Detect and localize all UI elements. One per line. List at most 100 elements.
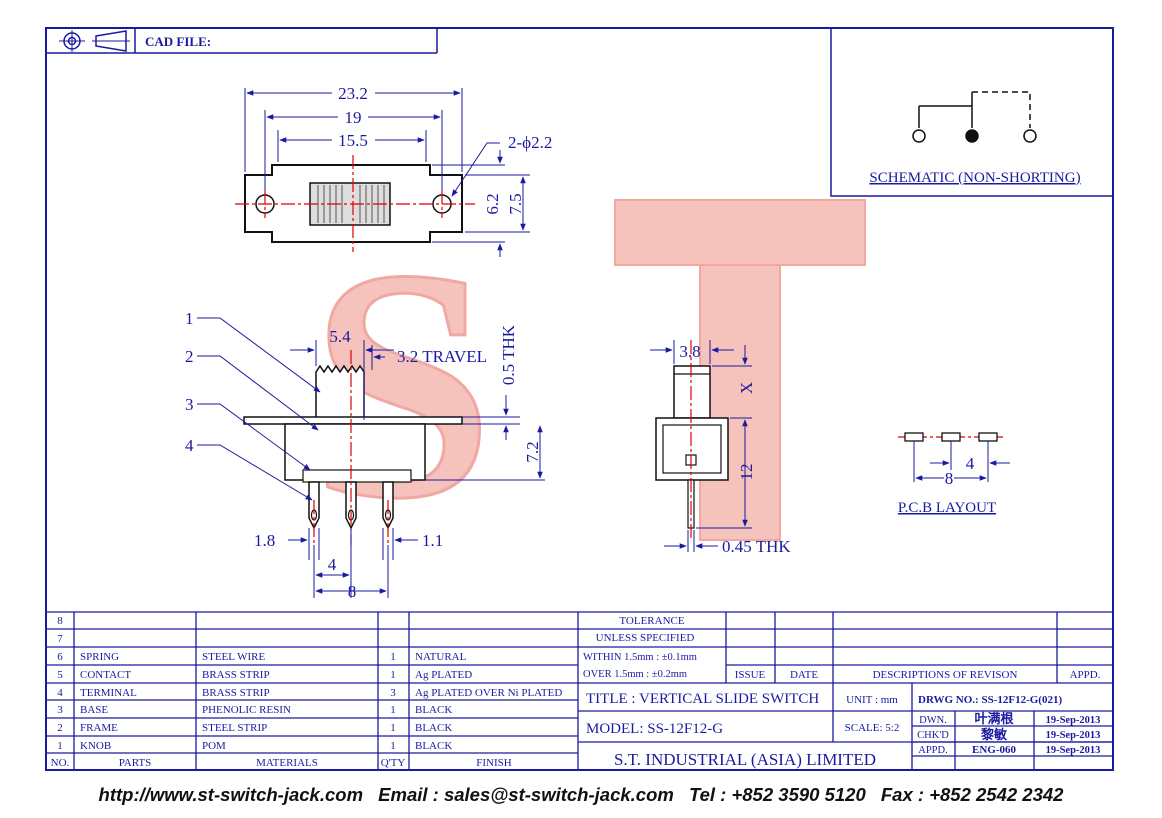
dim-pin-thickness: 1.1 bbox=[422, 531, 443, 550]
contact-footer: http://www.st-switch-jack.com Email : sa… bbox=[0, 778, 1162, 812]
top-view: 23.2 19 15.5 2-ϕ2.2 6.2 7.5 bbox=[235, 84, 552, 257]
row-no: 2 bbox=[57, 722, 63, 734]
row-no: 4 bbox=[57, 687, 63, 699]
pcb-slot-icon bbox=[904, 432, 924, 442]
header-materials: MATERIALS bbox=[256, 757, 318, 769]
projection-symbol-icon bbox=[59, 30, 130, 52]
side-view: 1 2 3 4 5.4 3.2 TRAVEL 0.5 bbox=[185, 309, 545, 601]
pcb-layout: 4 8 P.C.B LAYOUT bbox=[898, 432, 1010, 516]
dim-body-height: 6.2 bbox=[483, 193, 502, 214]
sheet-border bbox=[45, 27, 1114, 771]
dwn-label: DWN. bbox=[919, 715, 947, 726]
dim-total-height: 12 bbox=[737, 464, 756, 481]
row-finish: BLACK bbox=[415, 722, 452, 734]
dim-body-height: 7.2 bbox=[523, 441, 542, 462]
schematic-panel: SCHEMATIC (NON-SHORTING) bbox=[830, 28, 1113, 197]
dim-frame-thickness: 0.5 THK bbox=[499, 324, 518, 385]
row-finish: BLACK bbox=[415, 740, 452, 752]
dwn-date: 19-Sep-2013 bbox=[1046, 715, 1101, 726]
row-part: SPRING bbox=[80, 651, 119, 663]
chkd-label: CHK'D bbox=[917, 730, 949, 741]
row-no: 3 bbox=[57, 704, 63, 716]
dim-overall-length: 23.2 bbox=[338, 84, 368, 103]
email-link[interactable]: Email : sales@st-switch-jack.com bbox=[378, 784, 674, 805]
row-material: PHENOLIC RESIN bbox=[202, 704, 291, 716]
header-qty: Q'TY bbox=[381, 757, 406, 769]
pcb-span-dim: 8 bbox=[945, 469, 954, 488]
dim-knob-width: 3.8 bbox=[679, 342, 700, 361]
header-parts: PARTS bbox=[119, 757, 152, 769]
tolerance-within: WITHIN 1.5mm : ±0.1mm bbox=[583, 652, 697, 663]
dim-overall-height: 7.5 bbox=[506, 193, 525, 214]
dim-hole-diameter: 2-ϕ2.2 bbox=[508, 133, 552, 152]
header-finish: FINISH bbox=[476, 757, 512, 769]
revision-date-header: DATE bbox=[790, 669, 818, 681]
drawing-title: TITLE : VERTICAL SLIDE SWITCH bbox=[586, 691, 819, 707]
row-finish: Ag PLATED bbox=[415, 669, 472, 681]
schematic-title: SCHEMATIC (NON-SHORTING) bbox=[869, 170, 1080, 186]
appd-name: ENG-060 bbox=[972, 744, 1017, 756]
pcb-title: P.C.B LAYOUT bbox=[898, 500, 996, 516]
row-no: 1 bbox=[57, 740, 63, 752]
row-finish: Ag PLATED OVER Ni PLATED bbox=[415, 687, 562, 699]
dwn-name: 叶满根 bbox=[974, 711, 1014, 726]
appd-label: APPD. bbox=[918, 745, 947, 756]
row-no: 5 bbox=[57, 669, 63, 681]
pcb-slot-icon bbox=[978, 432, 998, 442]
tolerance-subtitle: UNLESS SPECIFIED bbox=[596, 632, 695, 644]
row-part: KNOB bbox=[80, 740, 111, 752]
row-material: POM bbox=[202, 740, 226, 752]
callout-2: 2 bbox=[185, 347, 194, 366]
watermark-t-bar bbox=[614, 199, 866, 266]
tolerance-over: OVER 1.5mm : ±0.2mm bbox=[583, 669, 687, 680]
website-link[interactable]: http://www.st-switch-jack.com bbox=[98, 784, 364, 805]
row-qty: 1 bbox=[390, 704, 396, 716]
row-part: FRAME bbox=[80, 722, 118, 734]
dim-travel: 3.2 TRAVEL bbox=[397, 347, 487, 366]
pcb-pitch-dim: 4 bbox=[966, 454, 975, 473]
row-material: BRASS STRIP bbox=[202, 669, 270, 681]
row-material: STEEL STRIP bbox=[202, 722, 267, 734]
revision-appd-header: APPD. bbox=[1070, 669, 1101, 681]
dim-pin-span: 8 bbox=[348, 582, 357, 601]
row-qty: 1 bbox=[390, 740, 396, 752]
terminal-open-icon bbox=[912, 129, 926, 143]
callout-3: 3 bbox=[185, 395, 194, 414]
chkd-name: 黎敏 bbox=[981, 727, 1008, 742]
row-no: 6 bbox=[57, 651, 63, 663]
row-qty: 1 bbox=[390, 669, 396, 681]
end-view: 3.8 X 12 0.45 THK bbox=[650, 340, 791, 556]
dim-pin-width: 1.8 bbox=[254, 531, 275, 550]
cad-file-label: CAD FILE: bbox=[145, 34, 211, 49]
terminal-common-icon bbox=[965, 129, 979, 143]
title-block-text: TITLE : VERTICAL SLIDE SWITCH MODEL: SS-… bbox=[586, 691, 1100, 769]
appd-date: 19-Sep-2013 bbox=[1046, 745, 1101, 756]
dim-hole-spacing: 19 bbox=[345, 108, 362, 127]
row-material: BRASS STRIP bbox=[202, 687, 270, 699]
dim-knob-height-x: X bbox=[737, 382, 756, 394]
terminal-open-icon bbox=[1023, 129, 1037, 143]
watermark-logo: S bbox=[309, 199, 866, 569]
row-part: TERMINAL bbox=[80, 687, 137, 699]
header: CAD FILE: bbox=[46, 28, 438, 54]
row-finish: NATURAL bbox=[415, 651, 467, 663]
unit-label: UNIT : mm bbox=[846, 694, 898, 706]
parts-table: 8 7 6 SPRING STEEL WIRE 1 NATURAL 5 CONT… bbox=[51, 615, 563, 769]
row-part: CONTACT bbox=[80, 669, 131, 681]
row-part: BASE bbox=[80, 704, 108, 716]
chkd-date: 19-Sep-2013 bbox=[1046, 730, 1101, 741]
pcb-slot-icon bbox=[941, 432, 961, 442]
row-no: 8 bbox=[57, 615, 63, 627]
callout-1: 1 bbox=[185, 309, 194, 328]
dim-knob-width: 5.4 bbox=[329, 327, 351, 346]
dim-pin-thickness: 0.45 THK bbox=[722, 537, 791, 556]
company-name: S.T. INDUSTRIAL (ASIA) LIMITED bbox=[614, 750, 876, 769]
tolerance-title: TOLERANCE bbox=[619, 615, 684, 627]
row-material: STEEL WIRE bbox=[202, 651, 266, 663]
scale-label: SCALE: 5:2 bbox=[845, 722, 900, 734]
title-block bbox=[46, 611, 1113, 770]
phone-text: Tel : +852 3590 5120 bbox=[688, 784, 866, 805]
tolerance-block: TOLERANCE UNLESS SPECIFIED WITHIN 1.5mm … bbox=[583, 615, 1101, 681]
revision-desc-header: DESCRIPTIONS OF REVISON bbox=[873, 669, 1018, 681]
